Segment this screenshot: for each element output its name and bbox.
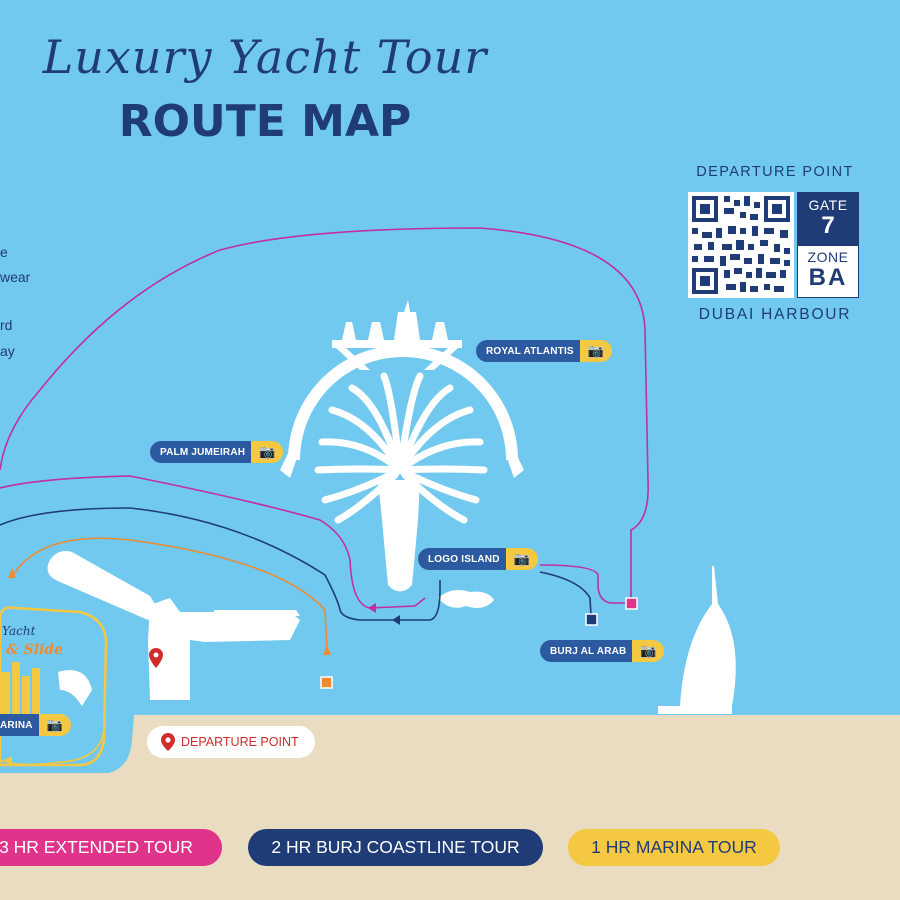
camera-icon: 📷 <box>632 640 665 662</box>
endpoint-1hr <box>320 676 333 689</box>
camera-icon: 📷 <box>38 714 71 736</box>
harbour-pin-icon <box>149 648 163 668</box>
gate-zone-box: GATE 7 ZONE BA <box>797 192 859 298</box>
departure-point-label: DEPARTURE POINT <box>181 735 299 749</box>
departure-point-heading: DEPARTURE POINT <box>696 164 854 180</box>
script-title: Luxury Yacht Tour <box>42 30 488 84</box>
arrow-2hr <box>392 615 400 625</box>
page-title: ROUTE MAP <box>118 96 412 147</box>
dubai-harbour-landmass <box>47 551 300 700</box>
location-label: ROYAL ATLANTIS <box>476 340 580 362</box>
sidebar-fragment: rd <box>0 317 13 333</box>
sidebar-fragment: e <box>0 244 8 260</box>
location-label: ARINA <box>0 714 39 736</box>
route-3hr-return <box>539 564 631 604</box>
location-label: BURJ AL ARAB <box>540 640 633 662</box>
endpoint-3hr <box>625 597 638 610</box>
map-pin-icon <box>161 733 175 751</box>
arrow-1hr-right <box>323 645 331 655</box>
zone-block: ZONE BA <box>798 246 858 297</box>
location-palm-jumeirah[interactable]: PALM JUMEIRAH 📷 <box>150 441 284 463</box>
departure-point-marker[interactable]: DEPARTURE POINT <box>147 726 315 758</box>
route-3hr <box>0 227 649 603</box>
route-marina <box>0 729 105 766</box>
arrow-3hr <box>368 603 376 613</box>
sidebar-fragment: ay <box>0 343 15 359</box>
qr-code[interactable] <box>688 192 794 298</box>
route-1hr <box>11 537 328 651</box>
qr-code-graphic <box>692 196 790 294</box>
camera-icon: 📷 <box>579 340 612 362</box>
zone-label: ZONE <box>807 249 849 265</box>
location-logo-island[interactable]: LOGO ISLAND 📷 <box>418 548 538 570</box>
camera-icon: 📷 <box>505 548 538 570</box>
route-3hr-coast <box>0 475 426 609</box>
route-2hr <box>0 507 441 621</box>
gate-block: GATE 7 <box>798 193 858 246</box>
endpoint-2hr <box>585 613 598 626</box>
legend-1hr-marina-tour[interactable]: 1 HR MARINA TOUR <box>568 829 780 866</box>
arrow-1hr-left <box>8 568 16 578</box>
location-burj-al-arab[interactable]: BURJ AL ARAB 📷 <box>540 640 665 662</box>
palm-jumeirah-island <box>280 300 524 592</box>
land-coast <box>0 715 900 900</box>
route-2hr-burj <box>539 571 592 617</box>
burj-al-arab-landmark <box>658 566 736 714</box>
yacht-logo-line2: & Slide <box>6 642 63 658</box>
location-royal-atlantis[interactable]: ROYAL ATLANTIS 📷 <box>476 340 612 362</box>
gate-number: 7 <box>821 212 835 239</box>
logo-island-landmass <box>438 590 494 608</box>
departure-location: DUBAI HARBOUR <box>698 306 852 323</box>
location-label: LOGO ISLAND <box>418 548 506 570</box>
legend-3hr-extended-tour[interactable]: 3 HR EXTENDED TOUR <box>0 829 222 866</box>
camera-icon: 📷 <box>251 441 284 463</box>
legend-2hr-burj-coastline-tour[interactable]: 2 HR BURJ COASTLINE TOUR <box>248 829 543 866</box>
yacht-logo-line1: Yacht <box>2 624 36 638</box>
location-label: PALM JUMEIRAH <box>150 441 252 463</box>
gate-label: GATE <box>808 197 848 213</box>
arrow-marina <box>4 756 12 764</box>
sidebar-fragment: wear <box>0 269 31 285</box>
location-marina[interactable]: ARINA 📷 <box>0 714 71 736</box>
zone-value: BA <box>808 264 848 291</box>
